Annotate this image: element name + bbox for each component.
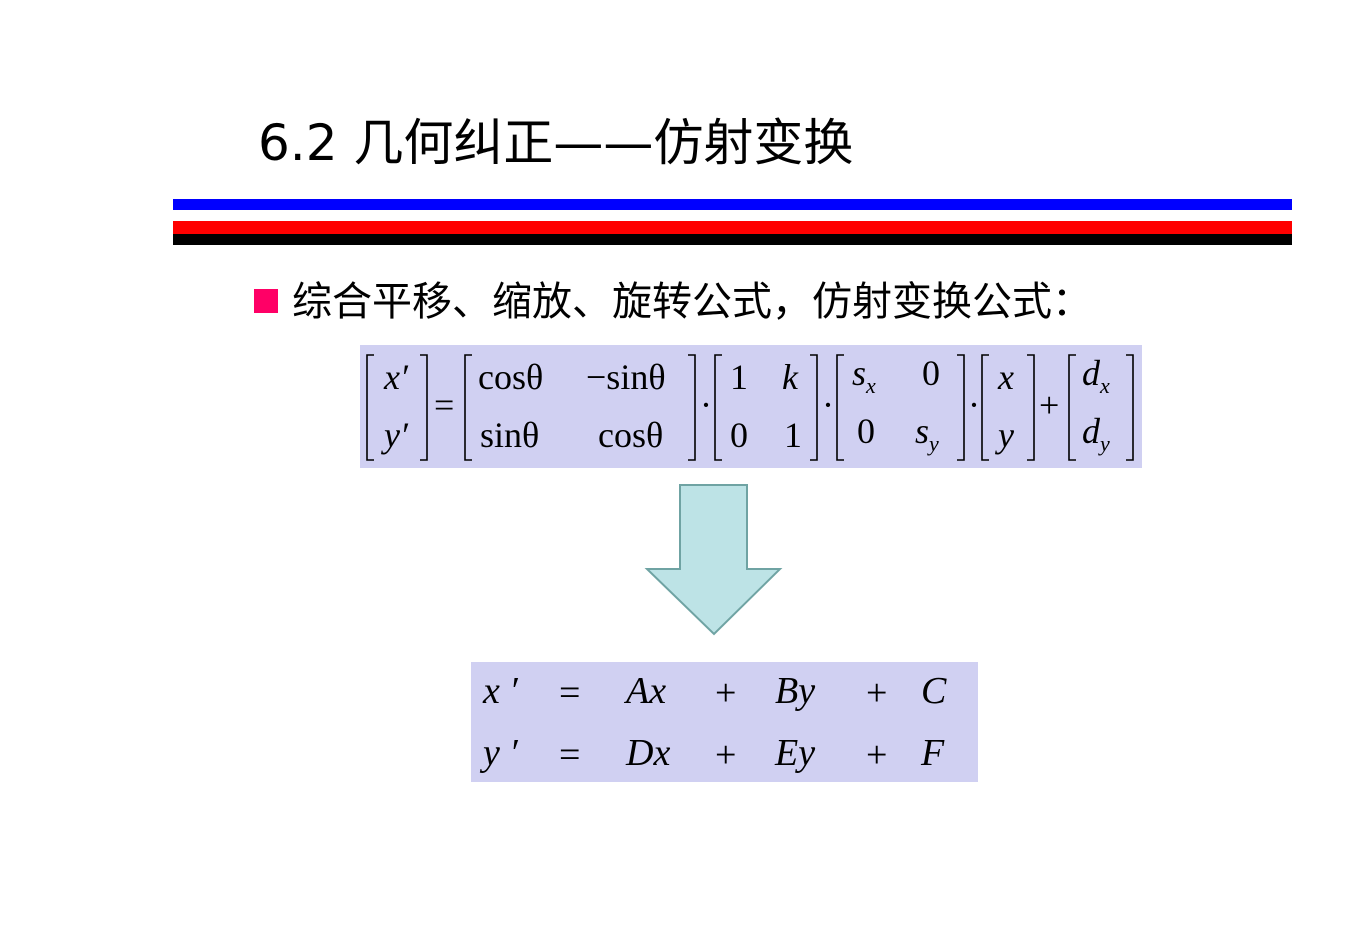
eq2-term3: F bbox=[921, 732, 945, 774]
matrix-formula: x′ y′ = cosθ −sinθ sinθ cosθ · 1 k 0 1 ·… bbox=[360, 345, 1142, 468]
eq1-term3: C bbox=[921, 670, 947, 712]
translation-bracket-left bbox=[1068, 354, 1076, 461]
title-rule-red bbox=[173, 221, 1292, 234]
scale-01: 0 bbox=[922, 353, 940, 393]
vector-bracket-right bbox=[1027, 354, 1035, 461]
eq1-term2: By bbox=[775, 670, 816, 712]
translation-bracket-right bbox=[1126, 354, 1134, 461]
eq1-term1: Ax bbox=[626, 670, 667, 712]
rotation-00: cosθ bbox=[478, 357, 543, 397]
vector-bracket-left bbox=[981, 354, 989, 461]
equals-sign: = bbox=[434, 385, 454, 425]
vector-x: x bbox=[997, 357, 1014, 397]
eq1-plus2: + bbox=[866, 672, 888, 714]
shear-11: 1 bbox=[784, 415, 802, 455]
shear-01: k bbox=[782, 357, 799, 397]
lhs-y: y′ bbox=[381, 415, 409, 455]
lhs-x: x′ bbox=[383, 357, 409, 397]
eq2-equals: = bbox=[559, 734, 581, 776]
title-rule-blue bbox=[173, 199, 1292, 210]
rotation-10: sinθ bbox=[480, 415, 539, 455]
plus-sign: + bbox=[1039, 385, 1059, 425]
eq2-term1: Dx bbox=[626, 732, 671, 774]
bullet-square-icon bbox=[254, 289, 278, 313]
rotation-bracket-right bbox=[688, 354, 696, 461]
down-arrow-icon bbox=[644, 484, 783, 636]
rotation-01: −sinθ bbox=[586, 357, 666, 397]
scale-10: 0 bbox=[857, 411, 875, 451]
scale-11: sy bbox=[915, 411, 939, 456]
translation-y: dy bbox=[1082, 411, 1110, 456]
shear-00: 1 bbox=[730, 357, 748, 397]
eq2-plus1: + bbox=[715, 734, 737, 776]
eq1-equals: = bbox=[559, 672, 581, 714]
dot-1: · bbox=[700, 385, 712, 425]
scale-00: sx bbox=[852, 353, 876, 398]
eq1-plus1: + bbox=[715, 672, 737, 714]
dot-2: · bbox=[822, 385, 834, 425]
dot-3: · bbox=[968, 385, 980, 425]
scale-bracket-left bbox=[836, 354, 844, 461]
rotation-11: cosθ bbox=[598, 415, 663, 455]
scale-bracket-right bbox=[957, 354, 965, 461]
shear-bracket-right bbox=[810, 354, 818, 461]
title-rule-black bbox=[173, 234, 1292, 245]
translation-x: dx bbox=[1082, 353, 1110, 398]
eq1-lhs: x ′ bbox=[483, 670, 518, 712]
matrix-formula-background bbox=[360, 345, 1142, 468]
eq2-plus2: + bbox=[866, 734, 888, 776]
bullet-text: 综合平移、缩放、旋转公式，仿射变换公式： bbox=[292, 279, 1092, 325]
shear-bracket-left bbox=[714, 354, 722, 461]
rotation-bracket-left bbox=[464, 354, 472, 461]
slide-title: 6.2 几何纠正——仿射变换 bbox=[258, 114, 854, 172]
shear-10: 0 bbox=[730, 415, 748, 455]
result-equations: x ′ = Ax + By + C y ′ = Dx + Ey + F bbox=[471, 662, 978, 782]
lhs-bracket-left bbox=[366, 354, 374, 461]
eq2-term2: Ey bbox=[775, 732, 816, 774]
lhs-bracket-right bbox=[420, 354, 428, 461]
eq2-lhs: y ′ bbox=[483, 732, 518, 774]
vector-y: y bbox=[995, 415, 1014, 455]
